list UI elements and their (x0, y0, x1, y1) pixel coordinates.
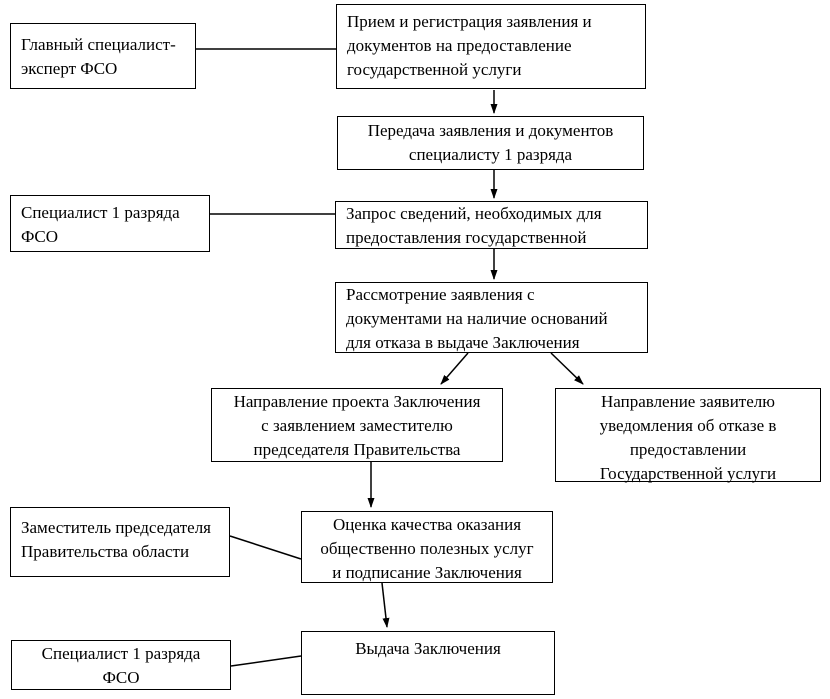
node-specialist-1st-grade-fso: Специалист 1 разряда ФСО (10, 195, 210, 252)
node-deputy-chairman: Заместитель председателя Правительства о… (10, 507, 230, 577)
node-request-information: Запрос сведений, необходимых для предост… (335, 201, 648, 249)
node-send-draft-conclusion: Направление проекта Заключения с заявлен… (211, 388, 503, 462)
connector-zamestitel-to-ocenka (229, 535, 302, 560)
arrow-rassmotrenie-to-otkaz (550, 352, 584, 385)
arrow-ocenka-to-vydacha (381, 582, 390, 628)
connector-specialist2-to-vydacha (230, 655, 302, 667)
node-quality-assessment-signing: Оценка качества оказания общественно пол… (301, 511, 553, 583)
arrow-rassmotrenie-to-proekt (440, 352, 469, 385)
node-issue-conclusion: Выдача Заключения (301, 631, 555, 695)
node-main-specialist-expert: Главный специалист- эксперт ФСО (10, 23, 196, 89)
node-specialist-1st-grade-fso-bottom: Специалист 1 разряда ФСО (11, 640, 231, 690)
node-review-application: Рассмотрение заявления с документами на … (335, 282, 648, 353)
node-reception-registration: Прием и регистрация заявления и документ… (336, 4, 646, 89)
node-transfer-to-specialist: Передача заявления и документов специали… (337, 116, 644, 170)
node-send-refusal-notification: Направление заявителю уведомления об отк… (555, 388, 821, 483)
